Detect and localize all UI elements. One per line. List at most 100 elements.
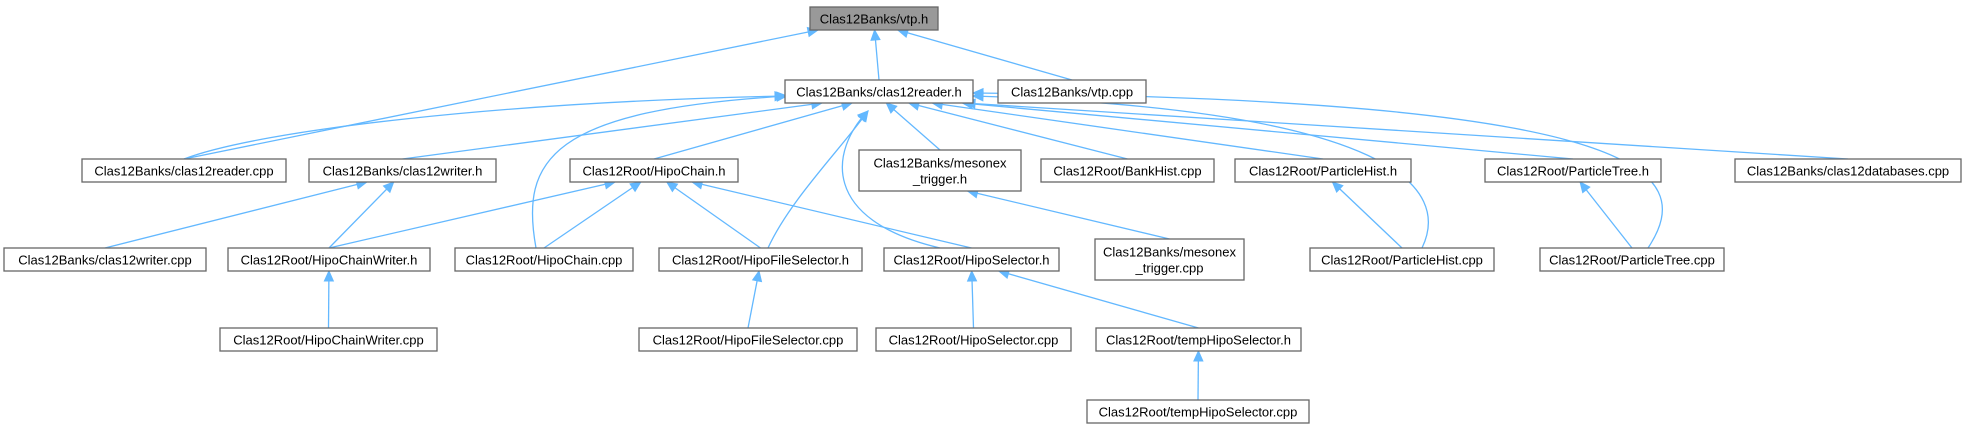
edge-fileselector-cpp-to-fileselector-h xyxy=(747,269,763,329)
node-label: Clas12Banks/clas12reader.cpp xyxy=(94,164,273,179)
node-label: Clas12Root/HipoChain.h xyxy=(582,164,725,179)
node-vtp-h[interactable]: Clas12Banks/vtp.h xyxy=(809,6,939,31)
node-label: _trigger.cpp xyxy=(1135,261,1204,276)
node-box xyxy=(809,6,939,31)
node-writer-cpp[interactable]: Clas12Banks/clas12writer.cpp xyxy=(3,247,207,272)
node-box xyxy=(308,158,497,183)
edge-vtp-cpp-to-vtp-h xyxy=(896,27,1073,81)
node-box xyxy=(658,247,863,272)
edge-selector-cpp-to-selector-h xyxy=(966,269,978,329)
node-label: Clas12Root/tempHipoSelector.cpp xyxy=(1099,405,1298,420)
node-layer: Clas12Banks/vtp.hClas12Banks/clas12reade… xyxy=(3,6,1962,424)
node-label: Clas12Root/HipoSelector.cpp xyxy=(889,333,1059,348)
node-fileselector-h[interactable]: Clas12Root/HipoFileSelector.h xyxy=(658,247,863,272)
node-box xyxy=(875,327,1072,352)
edge-databases-cpp-to-reader-h xyxy=(963,98,1849,160)
edge-particletree-cpp-to-particletree-h xyxy=(1579,181,1633,249)
node-tempselector-cpp[interactable]: Clas12Root/tempHipoSelector.cpp xyxy=(1086,399,1310,424)
arrowhead xyxy=(665,181,679,193)
arrowhead xyxy=(1193,349,1204,362)
node-box xyxy=(1234,158,1412,183)
edge-reader-cpp-to-reader-h xyxy=(183,90,787,160)
node-label: Clas12Banks/clas12reader.h xyxy=(796,85,962,100)
node-databases-cpp[interactable]: Clas12Banks/clas12databases.cpp xyxy=(1734,158,1962,183)
node-mesonex-h[interactable]: Clas12Banks/mesonex_trigger.h xyxy=(858,149,1022,192)
arrowhead xyxy=(382,181,395,194)
node-box xyxy=(784,79,974,104)
node-label: Clas12Root/HipoSelector.h xyxy=(893,253,1049,268)
node-chainwriter-h[interactable]: Clas12Root/HipoChainWriter.h xyxy=(227,247,431,272)
node-label: Clas12Root/tempHipoSelector.h xyxy=(1106,333,1291,348)
node-label: Clas12Banks/mesonex xyxy=(1103,245,1236,260)
node-particletree-cpp[interactable]: Clas12Root/ParticleTree.cpp xyxy=(1539,247,1725,272)
node-label: Clas12Root/HipoFileSelector.cpp xyxy=(653,333,844,348)
node-label: Clas12Root/BankHist.cpp xyxy=(1053,164,1201,179)
node-selector-h[interactable]: Clas12Root/HipoSelector.h xyxy=(883,247,1060,272)
node-tempselector-h[interactable]: Clas12Root/tempHipoSelector.h xyxy=(1095,327,1302,352)
node-label: Clas12Banks/vtp.h xyxy=(820,12,928,27)
node-box xyxy=(858,149,1022,192)
node-vtp-cpp[interactable]: Clas12Banks/vtp.cpp xyxy=(997,79,1147,104)
node-label: Clas12Root/ParticleHist.h xyxy=(1249,164,1397,179)
edge-hipochain-cpp-to-hipochain-h xyxy=(543,181,642,249)
node-box xyxy=(638,327,858,352)
node-label: Clas12Root/ParticleTree.h xyxy=(1497,164,1649,179)
node-box xyxy=(883,247,1060,272)
node-box xyxy=(454,247,634,272)
node-particlehist-h[interactable]: Clas12Root/ParticleHist.h xyxy=(1234,158,1412,183)
node-box xyxy=(219,327,438,352)
node-label: Clas12Banks/clas12writer.h xyxy=(323,164,483,179)
node-selector-cpp[interactable]: Clas12Root/HipoSelector.cpp xyxy=(875,327,1072,352)
node-reader-h[interactable]: Clas12Banks/clas12reader.h xyxy=(784,79,974,104)
node-box xyxy=(1484,158,1662,183)
node-fileselector-cpp[interactable]: Clas12Root/HipoFileSelector.cpp xyxy=(638,327,858,352)
edge-mesonex-h-to-reader-h xyxy=(885,102,941,151)
edge-hipochain-cpp-to-reader-h xyxy=(531,91,789,249)
node-mesonex-cpp[interactable]: Clas12Banks/mesonex_trigger.cpp xyxy=(1094,238,1245,281)
arrowhead xyxy=(323,269,335,282)
node-chainwriter-cpp[interactable]: Clas12Root/HipoChainWriter.cpp xyxy=(219,327,438,352)
edge-chainwriter-cpp-to-chainwriter-h xyxy=(323,269,335,329)
node-box xyxy=(1040,158,1215,183)
node-box xyxy=(1095,327,1302,352)
edge-hipochain-h-to-reader-h xyxy=(653,100,854,160)
node-label: Clas12Root/ParticleHist.cpp xyxy=(1321,253,1483,268)
arrowhead xyxy=(885,102,898,114)
node-particletree-h[interactable]: Clas12Root/ParticleTree.h xyxy=(1484,158,1662,183)
arrowhead xyxy=(971,87,984,99)
edge-layer xyxy=(104,26,1849,401)
edge-particlehist-cpp-to-particlehist-h xyxy=(1331,181,1403,249)
edge-fileselector-h-to-hipochain-h xyxy=(665,181,761,249)
edge-particletree-cpp-to-reader-h xyxy=(971,87,1664,249)
node-label: Clas12Root/ParticleTree.cpp xyxy=(1549,253,1715,268)
node-box xyxy=(569,158,739,183)
node-particlehist-cpp[interactable]: Clas12Root/ParticleHist.cpp xyxy=(1309,247,1495,272)
edge-chainwriter-h-to-writer-h xyxy=(328,181,395,249)
node-label: Clas12Banks/vtp.cpp xyxy=(1011,85,1133,100)
node-box xyxy=(997,79,1147,104)
arrowhead xyxy=(856,110,869,123)
node-box xyxy=(81,158,287,183)
node-bankhist-cpp[interactable]: Clas12Root/BankHist.cpp xyxy=(1040,158,1215,183)
node-box xyxy=(227,247,431,272)
edge-mesonex-cpp-to-mesonex-h xyxy=(966,188,1170,240)
node-label: Clas12Root/HipoChainWriter.cpp xyxy=(233,333,424,348)
edge-tempselector-cpp-to-tempselector-h xyxy=(1193,349,1204,401)
node-hipochain-cpp[interactable]: Clas12Root/HipoChain.cpp xyxy=(454,247,634,272)
node-writer-h[interactable]: Clas12Banks/clas12writer.h xyxy=(308,158,497,183)
node-box xyxy=(1309,247,1495,272)
node-box xyxy=(1539,247,1725,272)
node-label: Clas12Banks/mesonex xyxy=(874,156,1007,171)
node-label: _trigger.h xyxy=(912,172,967,187)
arrowhead xyxy=(870,28,881,41)
node-label: Clas12Banks/clas12writer.cpp xyxy=(18,253,191,268)
node-reader-cpp[interactable]: Clas12Banks/clas12reader.cpp xyxy=(81,158,287,183)
node-label: Clas12Root/HipoFileSelector.h xyxy=(672,253,849,268)
node-hipochain-h[interactable]: Clas12Root/HipoChain.h xyxy=(569,158,739,183)
node-box xyxy=(1094,238,1245,281)
node-box xyxy=(1734,158,1962,183)
arrowhead xyxy=(776,91,789,102)
node-label: Clas12Root/HipoChainWriter.h xyxy=(241,253,418,268)
arrowhead xyxy=(629,181,642,193)
